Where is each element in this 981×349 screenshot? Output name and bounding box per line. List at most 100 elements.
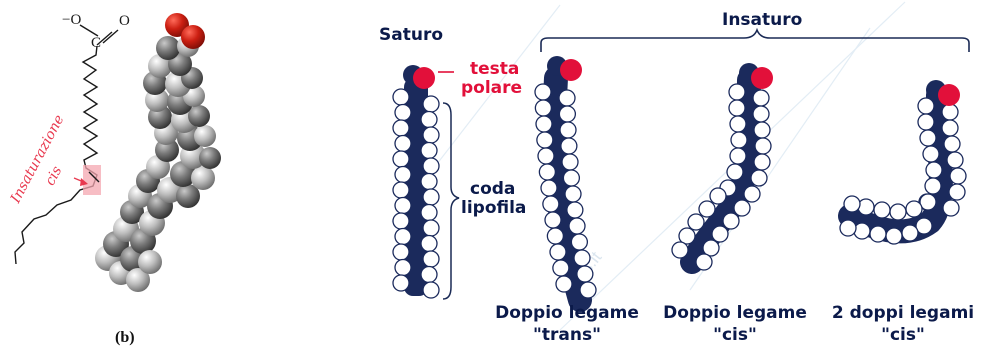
polar-head-label-line1: testa [470, 60, 519, 79]
hydrogen-atom [423, 158, 439, 174]
hydrogen-atom [395, 167, 411, 183]
caption-trans-line2: "trans" [492, 326, 642, 345]
hydrogen-atom [423, 127, 439, 143]
hydrogen-atom [688, 214, 704, 230]
hydrogen-atom [753, 106, 769, 122]
hydrogen-atom [729, 84, 745, 100]
hydrogen-atom [950, 168, 966, 184]
hydrogen-atom [926, 162, 942, 178]
hydrogen-atom [906, 201, 922, 217]
hydrogen-atom [943, 200, 959, 216]
hydrogen-atom [569, 218, 585, 234]
hydrogen-atom [577, 266, 593, 282]
hydrogen-atom [730, 148, 746, 164]
hydrogen-atom [949, 184, 965, 200]
hydrogen-atom [538, 148, 554, 164]
saturated-head-oxygen [413, 67, 435, 89]
hydrogen-atom [672, 242, 688, 258]
caption-double-cis-line1: 2 doppi legami [828, 304, 978, 323]
hydrogen-atom [730, 116, 746, 132]
carboxyl-carbon-label: C [91, 35, 101, 52]
hydrogen-atom [744, 186, 760, 202]
unsaturated-label: Insaturo [722, 11, 802, 30]
hydrogen-atom [539, 164, 555, 180]
hydrogen-atom [535, 100, 551, 116]
caption-cis-line2: "cis" [660, 326, 810, 345]
hydrogen-atom [858, 199, 874, 215]
hydrogen-atom [874, 202, 890, 218]
hydrogen-atom [854, 223, 870, 239]
hydrogen-atom [755, 138, 771, 154]
panel-label-b: (b) [115, 329, 135, 347]
hydrogen-atom [421, 205, 437, 221]
hydrogen-atom [553, 260, 569, 276]
hydrogen-atom [753, 90, 769, 106]
unsaturated-brace [541, 30, 969, 52]
caption-double-cis-line2: "cis" [828, 326, 978, 345]
carboxyl-charge-label: −O [62, 12, 81, 29]
hydrogen-atom [559, 90, 575, 106]
hydrogen-atom [561, 138, 577, 154]
hydrogen-atom [559, 106, 575, 122]
hydrogen-atom [421, 267, 437, 283]
hydrogen-atom [947, 152, 963, 168]
hydrogen-atom [393, 151, 409, 167]
hydrogen-atom [918, 98, 934, 114]
hydrogen-atom [902, 225, 918, 241]
watermark-lines [392, 2, 905, 330]
hydrogen-atom [729, 100, 745, 116]
hydrogen-atom [710, 188, 726, 204]
hydrogen-atom [886, 228, 902, 244]
hydrogen-atom [923, 146, 939, 162]
hydrogen-atom [699, 201, 715, 217]
cis-chain [672, 63, 773, 270]
hydrogen-atom [393, 244, 409, 260]
hydrogen-atom [920, 130, 936, 146]
hydrogen-atom [712, 226, 728, 242]
lipophilic-tail-label-line2: lipofila [461, 199, 526, 218]
saturated-chain [393, 65, 439, 298]
hydrogen-atom [727, 164, 743, 180]
hydrogen-atom [393, 275, 409, 291]
trans-chain [535, 56, 596, 300]
hydrogen-atom [545, 212, 561, 228]
hydrogen-atom [731, 132, 747, 148]
hydrogen-atom [423, 96, 439, 112]
hydrogen-atom [567, 202, 583, 218]
fatty-acid-chain [15, 46, 97, 264]
cis-highlight [83, 165, 101, 195]
hydrogen-atom [556, 276, 572, 292]
hydrogen-atom [754, 154, 770, 170]
hydrogen-atom [421, 143, 437, 159]
hydrogen-atom [423, 282, 439, 298]
hydrogen-atom [571, 234, 587, 250]
carboxyl-oxygen-label: O [119, 13, 130, 30]
polar-head-label-line2: polare [461, 79, 522, 98]
hydrogen-atom [423, 220, 439, 236]
cis-head-oxygen [751, 67, 773, 89]
hydrogen-atom [751, 170, 767, 186]
hydrogen-atom [550, 244, 566, 260]
caption-cis-line1: Doppio legame [660, 304, 810, 323]
trans-head-oxygen [560, 59, 582, 81]
skeletal-formula [15, 25, 118, 264]
hydrogen-atom [925, 178, 941, 194]
hydrogen-atom [421, 236, 437, 252]
hydrogen-atom [423, 251, 439, 267]
hydrogen-atom [393, 89, 409, 105]
hydrogen-atom [574, 250, 590, 266]
tail-brace [443, 103, 459, 299]
hydrogen-atom [395, 260, 411, 276]
double-cis-chain [840, 80, 966, 244]
hydrogen-atom [535, 84, 551, 100]
hydrogen-atom [541, 180, 557, 196]
hydrogen-atom [870, 226, 886, 242]
hydrogen-atom [890, 204, 906, 220]
hydrogen-atom [560, 122, 576, 138]
hydrogen-atom [734, 200, 750, 216]
hydrogen-atom [563, 170, 579, 186]
hydrogen-atom [395, 198, 411, 214]
hydrogen-atom [918, 114, 934, 130]
hydrogen-atom [942, 104, 958, 120]
